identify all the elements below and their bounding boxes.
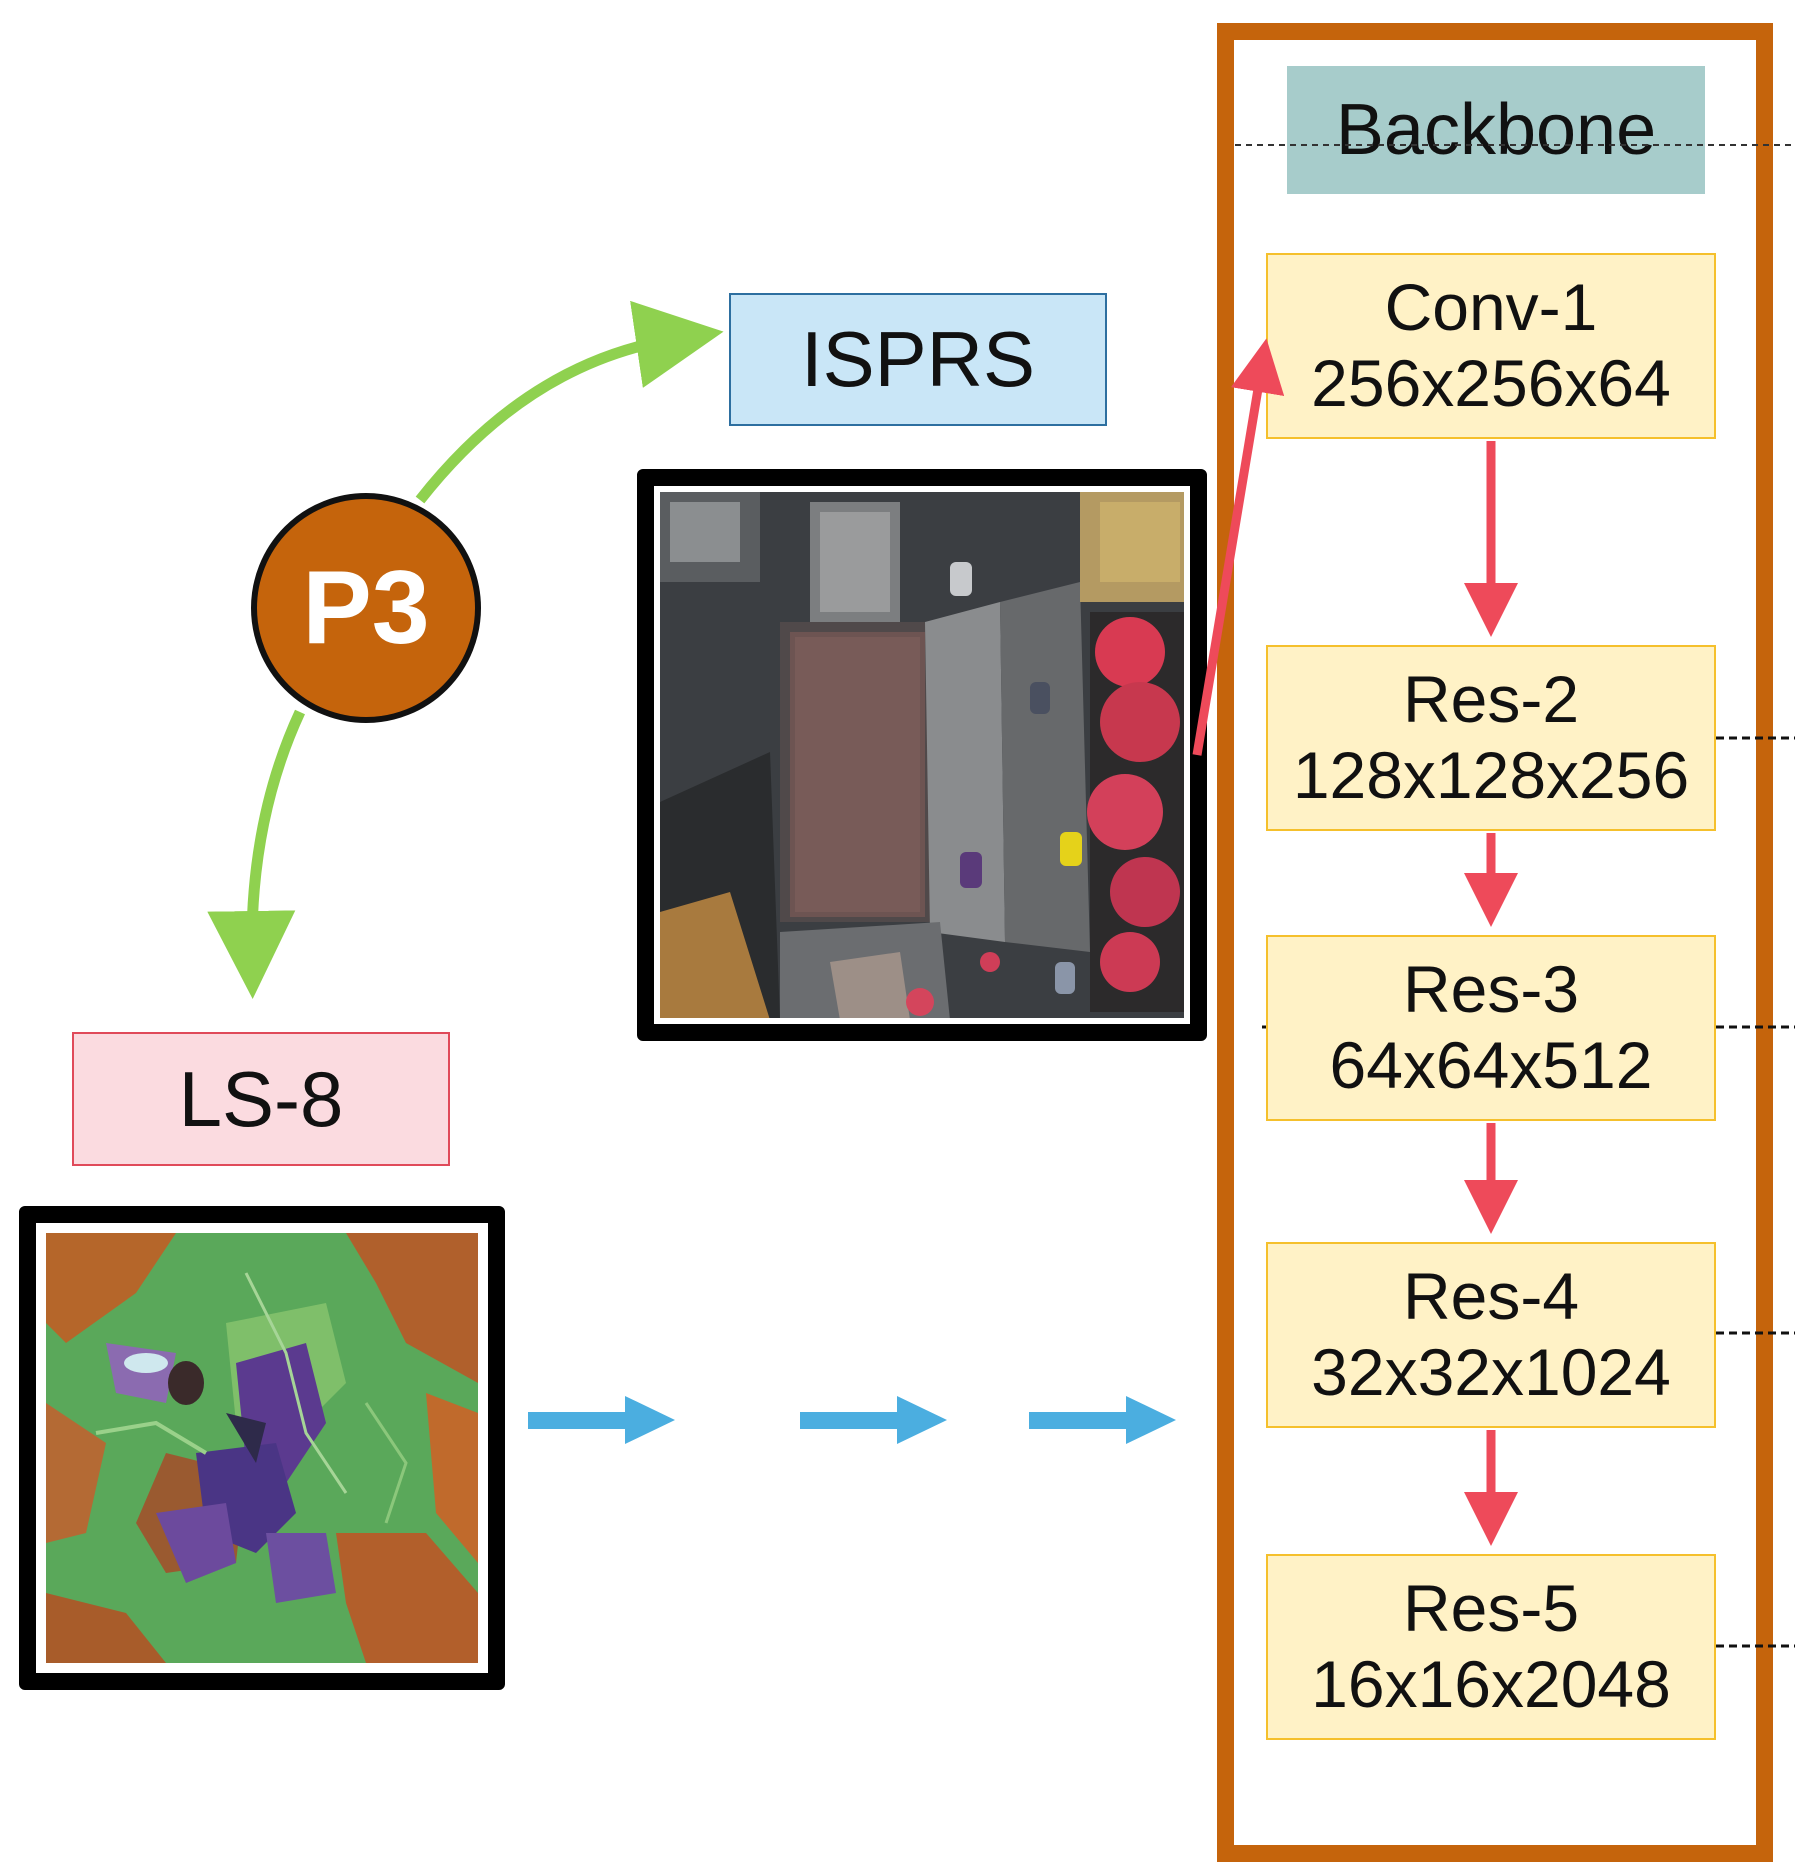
backbone-frame <box>1217 23 1773 1862</box>
p3-node: P3 <box>251 493 481 723</box>
backbone-block-res5: Res-5 16x16x2048 <box>1266 1554 1716 1740</box>
block-dims: 32x32x1024 <box>1311 1335 1671 1409</box>
block-name: Res-3 <box>1402 952 1580 1027</box>
ls8-dataset-label: LS-8 <box>72 1032 450 1166</box>
green-arrow-to-isprs <box>415 300 724 504</box>
isprs-dataset-label: ISPRS <box>729 293 1107 426</box>
blue-arrow-1 <box>528 1396 675 1444</box>
backbone-block-res4: Res-4 32x32x1024 <box>1266 1242 1716 1428</box>
isprs-aerial-image <box>637 469 1207 1041</box>
blue-arrow-3 <box>1029 1396 1176 1444</box>
block-name: Res-4 <box>1402 1259 1580 1334</box>
ls8-image-content <box>46 1233 478 1663</box>
isprs-image-content <box>660 492 1184 1018</box>
backbone-block-res3: Res-3 64x64x512 <box>1266 935 1716 1121</box>
red-arrow-image-to-conv1 <box>1192 338 1285 756</box>
blue-arrow-2 <box>800 1396 947 1444</box>
ls8-satellite-image <box>19 1206 505 1690</box>
backbone-title: Backbone <box>1287 66 1705 194</box>
block-dims: 16x16x2048 <box>1311 1647 1671 1721</box>
block-dims: 64x64x512 <box>1329 1028 1653 1102</box>
block-name: Res-2 <box>1402 662 1580 737</box>
block-name: Conv-1 <box>1384 270 1598 345</box>
block-dims: 256x256x64 <box>1311 346 1671 420</box>
backbone-block-conv1: Conv-1 256x256x64 <box>1266 253 1716 439</box>
block-dims: 128x128x256 <box>1292 738 1690 812</box>
block-name: Res-5 <box>1402 1571 1580 1646</box>
isprs-aerial-illustration <box>660 492 1184 1018</box>
backbone-block-res2: Res-2 128x128x256 <box>1266 645 1716 831</box>
ls8-satellite-illustration <box>46 1233 478 1663</box>
green-arrow-to-ls8 <box>207 709 305 999</box>
